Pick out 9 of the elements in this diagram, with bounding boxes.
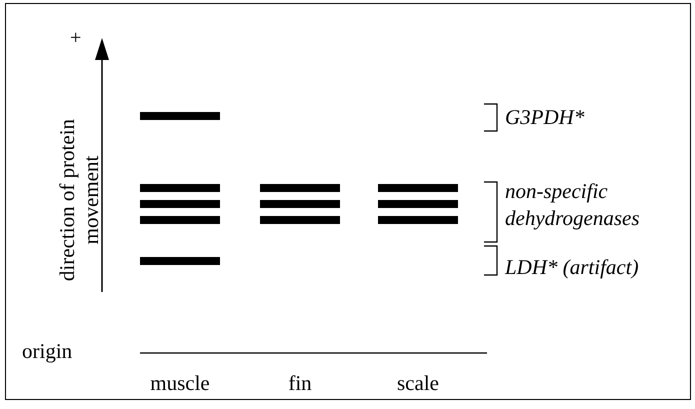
lane-label: muscle	[149, 370, 211, 396]
lane-label: fin	[287, 370, 313, 396]
axis-label: direction of protein movement	[55, 118, 103, 284]
origin-label: origin	[22, 338, 72, 364]
lane-label: scale	[396, 370, 440, 396]
band-label: G3PDH*	[505, 104, 584, 130]
plus-sign: +	[70, 28, 82, 48]
band-label: non-specific dehydrogenases	[505, 178, 641, 232]
band-label: LDH* (artifact)	[505, 254, 639, 280]
